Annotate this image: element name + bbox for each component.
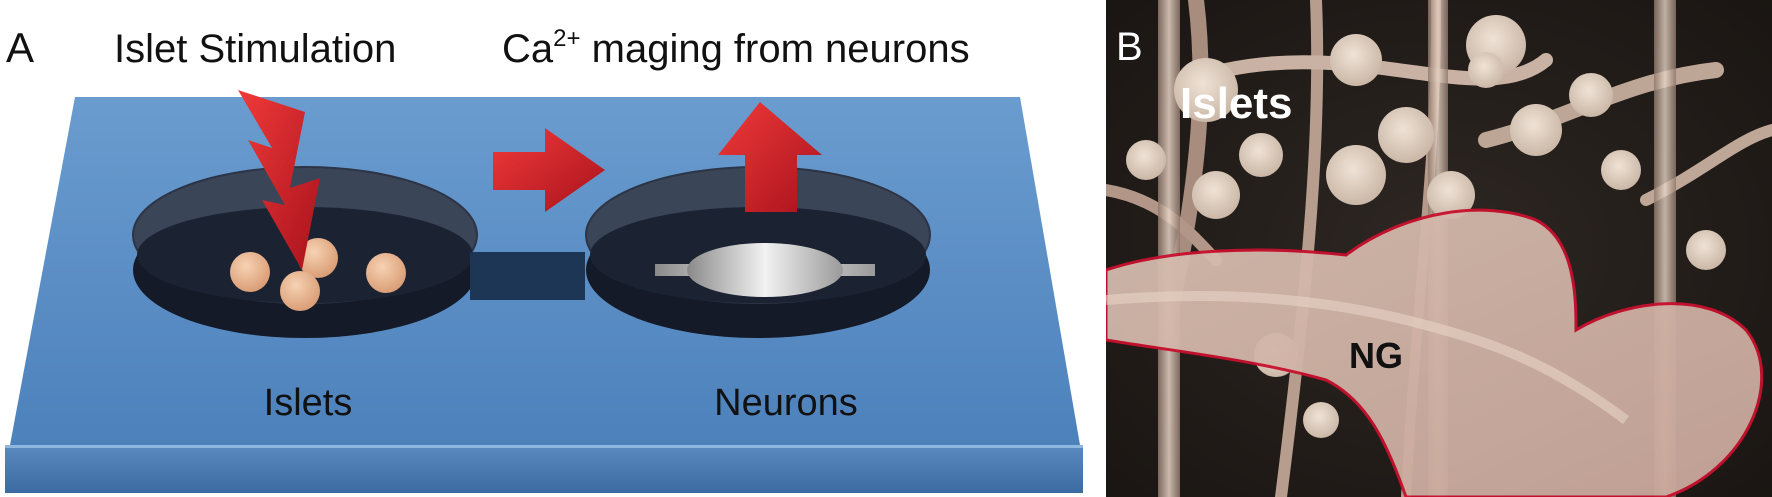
islet-sphere [230,252,270,292]
neurons-dish-label: Neurons [714,382,858,424]
up-arrow-icon [718,102,822,212]
support-post [1158,0,1180,497]
islet-cluster [1468,52,1504,88]
tissue-fiber-bundle [1106,291,1629,425]
islet-cluster [1330,34,1382,86]
islet-cluster [1126,140,1166,180]
islet-cluster [1174,58,1238,122]
platform-edge-highlight [5,445,1083,448]
islet-cluster [1686,230,1726,270]
panel-b-letter: B [1116,25,1143,69]
ng-label: NG [1349,335,1403,376]
islet-spheres [230,238,406,311]
islets-dish-label: Islets [264,382,353,424]
panel-b-micrograph: B Islets NG [1106,0,1772,497]
islet-cluster [1378,107,1434,163]
islets-photo-label: Islets [1180,79,1293,128]
panel-a-schematic: A Islet Stimulation Ca2+ maging from neu… [5,24,1083,493]
stimulation-label: Islet Stimulation [114,27,396,71]
islet-cluster [1510,104,1562,156]
islet-cluster [1569,73,1613,117]
nodose-ganglion [1106,208,1764,497]
islet-cluster [1601,150,1641,190]
imaging-label: Ca2+ maging from neurons [502,25,970,71]
islet-cluster [1192,171,1240,219]
islet-sphere [280,271,320,311]
islet-cluster [1303,402,1339,438]
islet-cluster [1239,133,1283,177]
islet-clusters [1126,15,1726,438]
lightning-bolt-icon [238,90,320,270]
right-arrow-icon [493,128,605,212]
neuron-shape [655,243,875,297]
connecting-channel [470,252,585,300]
islet-cluster [1326,145,1386,205]
islet-sphere [366,253,406,293]
panel-a-letter: A [6,24,34,71]
islet-cluster [1427,171,1475,219]
islet-sphere [298,238,338,278]
platform-front [5,445,1083,493]
